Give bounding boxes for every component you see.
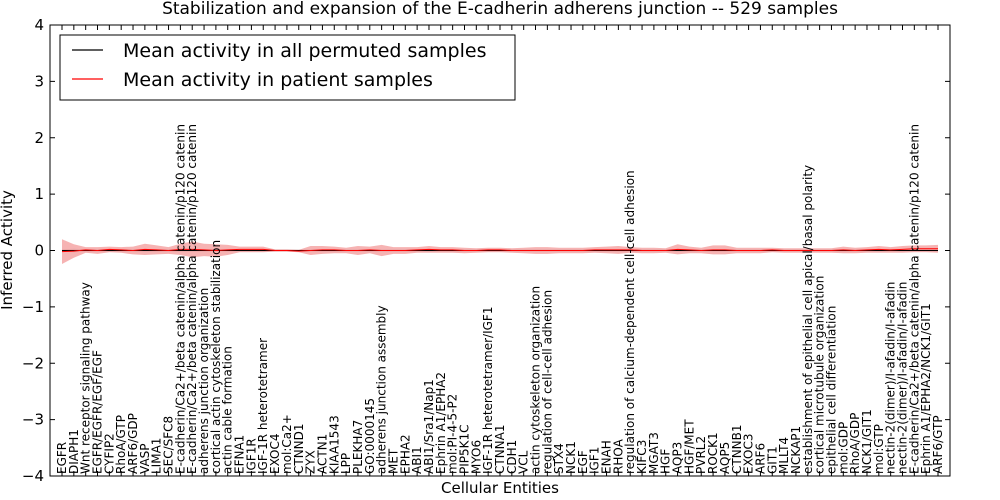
x-tick-label: PIP5K1C (458, 424, 472, 474)
x-tick-label: KIAA1543 (327, 415, 341, 474)
x-tick-label: MLLT4 (777, 437, 791, 474)
x-tick-label: GIT1 (765, 446, 779, 474)
x-tick-label: AQP3 (671, 442, 685, 474)
x-tick-label: ARF6/GTP (931, 415, 945, 474)
x-tick-label: EFNA1 (233, 435, 247, 474)
x-tick-label: AQP5 (718, 442, 732, 474)
x-tick-label: RhoA/GDP (848, 413, 862, 474)
y-tick-label: 4 (34, 16, 44, 34)
x-tick-label: ARF6/GDP (126, 413, 140, 474)
legend: Mean activity in all permuted samples Me… (59, 34, 516, 101)
x-tick-label: IGF-1R heterotetramer (256, 338, 270, 474)
x-tick-label: HGF/MET (682, 419, 696, 474)
y-tick-label: 2 (34, 129, 44, 147)
x-tick-label: ABI1 (410, 446, 424, 474)
x-tick-label: ROCK1 (706, 432, 720, 474)
x-tick-label: Ephrin A1/EPHA2 (434, 372, 448, 474)
x-tick-label: VCL (517, 450, 531, 474)
x-tick-label: CYFIP2 (102, 433, 116, 474)
x-tick-label: E-cadherin/Ca2+/beta catenin/alpha caten… (907, 124, 921, 474)
x-tick-label: ACTN1 (315, 434, 329, 474)
chart-title: Stabilization and expansion of the E-cad… (162, 0, 838, 19)
x-tick-label: MGAT3 (647, 432, 661, 474)
x-tick-label: cortical microtubule organization (813, 276, 827, 474)
y-tick-label: −2 (22, 354, 44, 372)
x-tick-label: KIFC3 (635, 440, 649, 474)
x-tick-label: MET (387, 448, 401, 474)
x-tick-label: ENAH (600, 440, 614, 474)
x-tick-label: VASP (138, 443, 152, 474)
y-tick-label: 1 (34, 185, 44, 203)
x-tick-label: NCKAP1 (789, 426, 803, 474)
y-tick-label: 3 (34, 72, 44, 90)
x-tick-label: mol:GDP (836, 422, 850, 474)
x-tick-label: IGF1 (588, 447, 602, 474)
band-patient (62, 239, 938, 264)
x-tick-label: PLEKHA7 (351, 420, 365, 474)
x-tick-label: adherens junction organization (197, 288, 211, 474)
x-tick-label: LPP (339, 453, 353, 474)
x-tick-label: establishment of epithelial cell apical/… (801, 165, 815, 474)
x-tick-label: IGF1R (244, 438, 258, 474)
x-tick-label: nectin-2(dimer)/I-afadin/I-afadin (884, 282, 898, 474)
x-tick-label: regulation of cell-cell adhesion (540, 290, 554, 474)
x-tick-label: STX4 (552, 443, 566, 474)
x-tick-label: NCK1 (564, 441, 578, 474)
x-tick-label: CTNNB1 (730, 424, 744, 474)
x-tick-label: PVRL2 (694, 436, 708, 474)
x-tick-label: LIMA1 (150, 438, 164, 474)
legend-label-permuted: Mean activity in all permuted samples (123, 40, 486, 62)
x-tick-label: EXOC4 (268, 434, 282, 475)
x-tick-label: EGF (576, 450, 590, 474)
x-tick-label: CDH1 (505, 440, 519, 474)
x-tick-label: ARF6 (753, 443, 767, 474)
x-tick-label: RhoA/GTP (114, 415, 128, 474)
x-tick-label: Ephrin A1/EPHA2/NCK1/GIT1 (919, 303, 933, 474)
y-tick-label: −3 (22, 411, 44, 429)
legend-box (59, 34, 516, 101)
x-tick-label: E-cadherin/Ca2+/beta catenin/alpha caten… (185, 124, 199, 474)
x-tick-label: Wnt receptor signaling pathway (79, 282, 93, 474)
x-tick-label: EXOC3 (742, 434, 756, 475)
x-tick-label: actin cytoskeleton organization (529, 286, 543, 474)
x-tick-label: IGF-1R heterotetramer/IGF1 (481, 307, 495, 474)
series-lines (61, 248, 938, 253)
x-tick-label: CTNND1 (292, 423, 306, 474)
y-axis: −4 −3 −2 −1 0 1 2 3 4 (22, 16, 950, 485)
x-tick-label: EGFR (55, 442, 69, 474)
x-tick-label: GO:0000145 (363, 398, 377, 474)
line-patient (61, 248, 938, 253)
x-tick-label: EGFR/EGFR/EGF/EGF (91, 350, 105, 474)
x-tick-label: HGF (659, 449, 673, 474)
x-tick-label: nectin-2(dimer)/I-afadin/I-afadin (896, 282, 910, 474)
x-tick-label: epithelial cell differentiation (825, 306, 839, 474)
x-tick-label: DIAPH1 (67, 429, 81, 474)
x-tick-label: SEC/SFC8 (162, 416, 176, 474)
x-tick-label: mol:PI-4-5-P2 (446, 394, 460, 474)
x-tick-label: ZYX (304, 450, 318, 474)
x-axis-label: Cellular Entities (441, 479, 559, 497)
x-tick-label: EPHA2 (398, 434, 412, 474)
y-axis-label: Inferred Activity (0, 190, 16, 310)
x-tick-label: ABI1/Sra1/Nap1 (422, 379, 436, 474)
legend-label-patient: Mean activity in patient samples (123, 69, 433, 91)
x-tick-label: NCK1/GIT1 (860, 409, 874, 474)
x-tick-label: cortical actin cytoskeleton stabilizatio… (209, 240, 223, 474)
y-tick-label: −1 (22, 298, 44, 316)
x-tick-label: RHOA (611, 438, 625, 474)
x-tick-label: CTNNA1 (493, 424, 507, 474)
x-tick-label: E-cadherin/Ca2+/beta catenin/alpha caten… (173, 124, 187, 474)
x-tick-label: mol:GTP (872, 424, 886, 474)
x-tick-label: regulation of calcium-dependent cell-cel… (623, 170, 637, 474)
x-tick-label: mol:Ca2+ (280, 414, 294, 474)
y-tick-label: −4 (22, 467, 44, 485)
y-tick-label: 0 (34, 242, 44, 260)
x-tick-label: MYO6 (469, 440, 483, 474)
x-tick-label: actin cable formation (221, 346, 235, 474)
x-tick-label: adherens junction assembly (375, 305, 389, 474)
